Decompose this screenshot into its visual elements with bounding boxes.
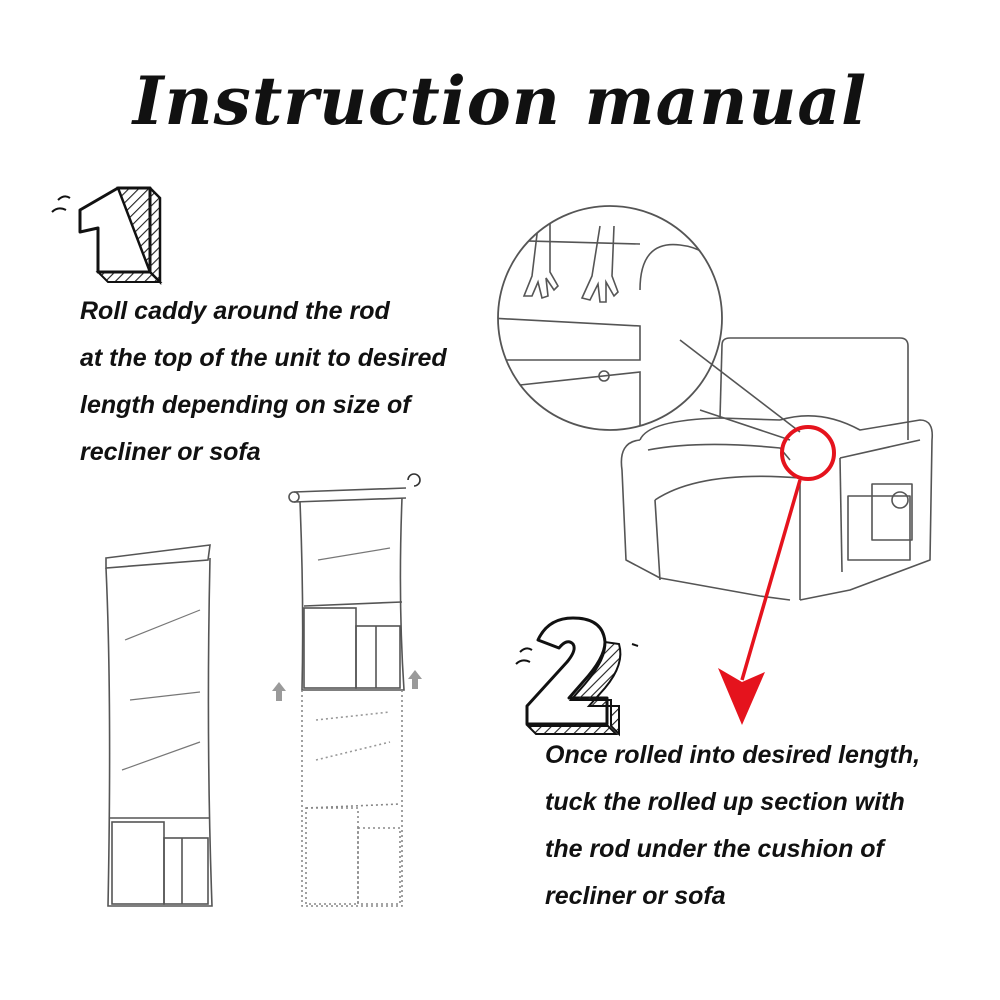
step-1-line: length depending on size of xyxy=(80,391,411,419)
step-1-instructions: Roll caddy around the rod at the top of … xyxy=(80,288,447,476)
step-2-numeral xyxy=(515,616,639,737)
recliner-chair xyxy=(620,337,934,601)
step-1-line: at the top of the unit to desired xyxy=(80,344,447,372)
detail-zoom-view xyxy=(497,205,801,441)
step-1-line: Roll caddy around the rod xyxy=(80,297,390,325)
step-2-line: tuck the rolled up section with xyxy=(545,788,905,816)
step-2-instructions: Once rolled into desired length, tuck th… xyxy=(545,732,920,920)
caddy-rolling xyxy=(288,473,421,907)
step-1-line: recliner or sofa xyxy=(80,438,261,466)
up-arrow-icon xyxy=(272,670,422,701)
highlight-marker xyxy=(718,425,836,725)
step-1-numeral xyxy=(51,186,163,286)
step-2-line: the rod under the cushion of xyxy=(545,835,884,863)
red-arrow-head-icon xyxy=(718,668,765,725)
caddy-unrolled xyxy=(105,544,213,907)
step-2-line: Once rolled into desired length, xyxy=(545,741,921,769)
step-2-line: recliner or sofa xyxy=(545,882,726,910)
page-title: Instruction manual xyxy=(132,62,868,140)
